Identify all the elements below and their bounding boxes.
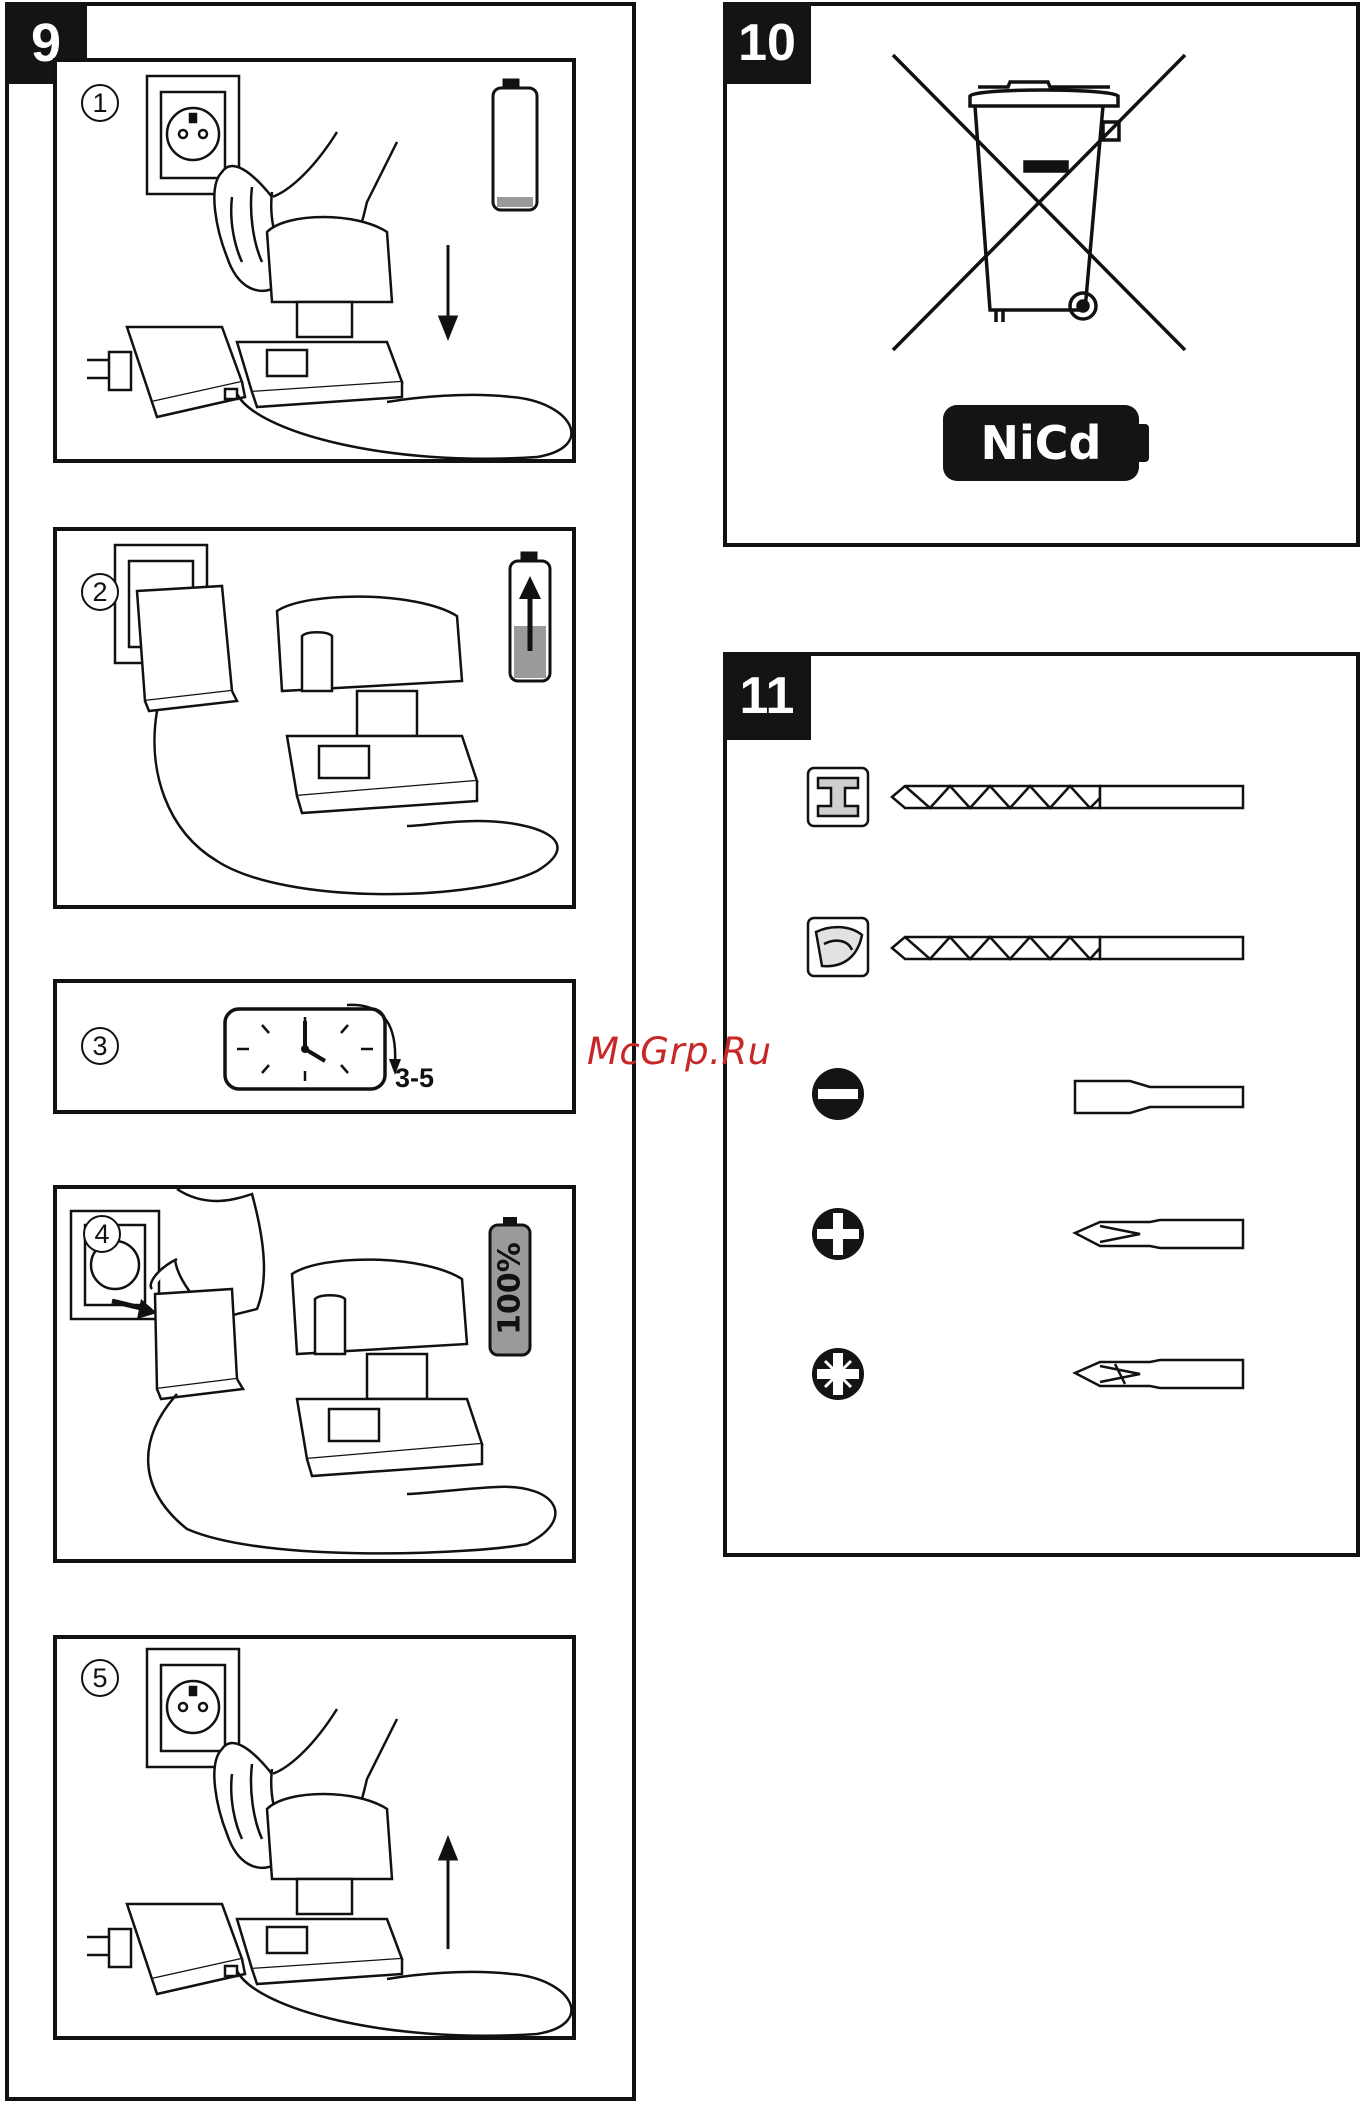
pozidriv-screw-icon — [812, 1348, 864, 1400]
wood-drill-bit-icon — [892, 937, 1243, 959]
step-5-number: 5 — [81, 1659, 119, 1697]
slotted-bit-icon — [1075, 1081, 1243, 1113]
arrow-up-icon — [440, 1839, 456, 1949]
slotted-screw-icon — [812, 1068, 864, 1120]
step-5-frame: 5 — [53, 1635, 576, 2040]
phillips-bit-icon — [1075, 1220, 1243, 1248]
step-5-illustration — [57, 1639, 580, 2044]
phillips-screw-icon — [812, 1208, 864, 1260]
wood-material-icon — [808, 918, 868, 976]
watermark-text: McGrp.Ru — [587, 1030, 772, 1073]
metal-material-icon — [808, 768, 868, 826]
metal-drill-bit-icon — [892, 786, 1243, 808]
power-adapter-icon — [87, 1904, 245, 1994]
pozidriv-bit-icon — [1075, 1360, 1243, 1388]
figure-11-drawings — [0, 0, 1360, 1600]
